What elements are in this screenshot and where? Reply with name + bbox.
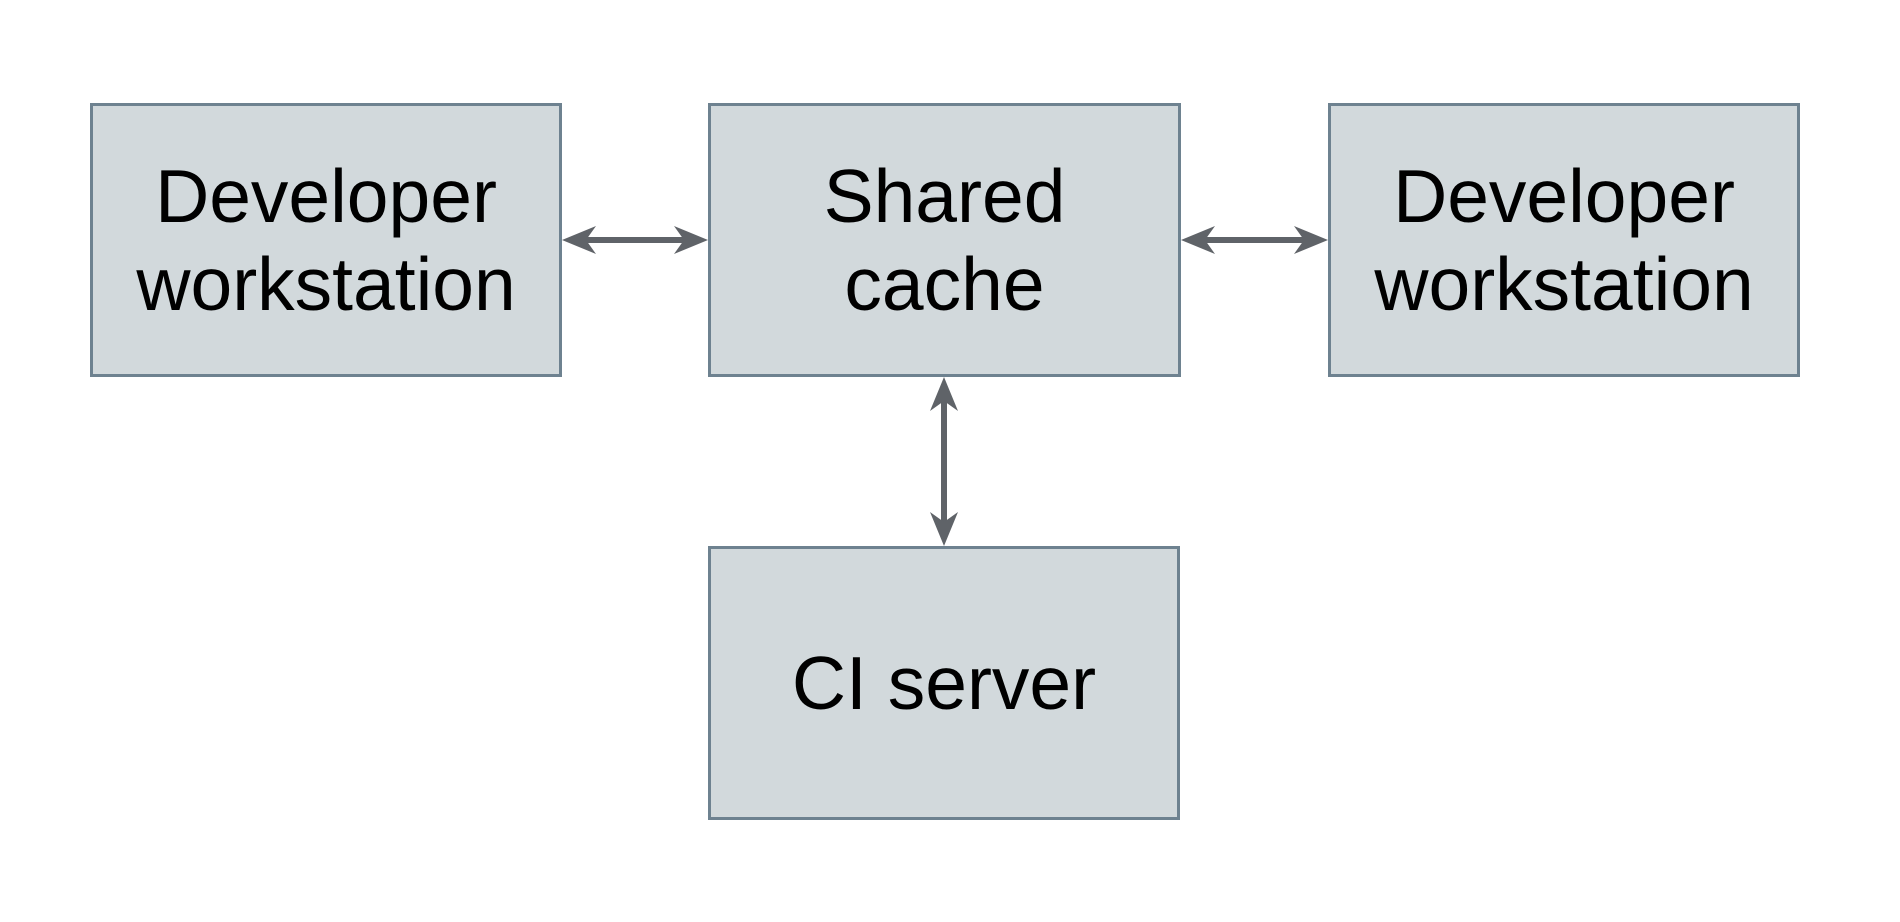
node-shared-cache-label: Shared cache bbox=[823, 153, 1066, 327]
arrow-head-top bbox=[930, 377, 958, 411]
bidirectional-arrow-icon-cache-right-workstation bbox=[1181, 226, 1328, 254]
node-shared-cache: Shared cache bbox=[708, 103, 1181, 377]
node-developer-workstation-right: Developer workstation bbox=[1328, 103, 1800, 377]
arrow-head-right bbox=[674, 226, 708, 254]
arrow-head-right bbox=[1294, 226, 1328, 254]
bidirectional-arrow-icon-cache-ci-server bbox=[930, 377, 958, 546]
node-ci-server-label: CI server bbox=[791, 640, 1097, 725]
arrow-shaft bbox=[1203, 237, 1306, 243]
node-developer-workstation-left-label: Developer workstation bbox=[136, 153, 516, 327]
arrow-head-left bbox=[1181, 226, 1215, 254]
arrow-shaft bbox=[584, 237, 686, 243]
arrow-shaft bbox=[941, 399, 947, 524]
node-developer-workstation-right-label: Developer workstation bbox=[1374, 153, 1754, 327]
arrow-head-left bbox=[562, 226, 596, 254]
arrow-head-bottom bbox=[930, 512, 958, 546]
bidirectional-arrow-icon-left-workstation-cache bbox=[562, 226, 708, 254]
node-ci-server: CI server bbox=[708, 546, 1180, 820]
node-developer-workstation-left: Developer workstation bbox=[90, 103, 562, 377]
